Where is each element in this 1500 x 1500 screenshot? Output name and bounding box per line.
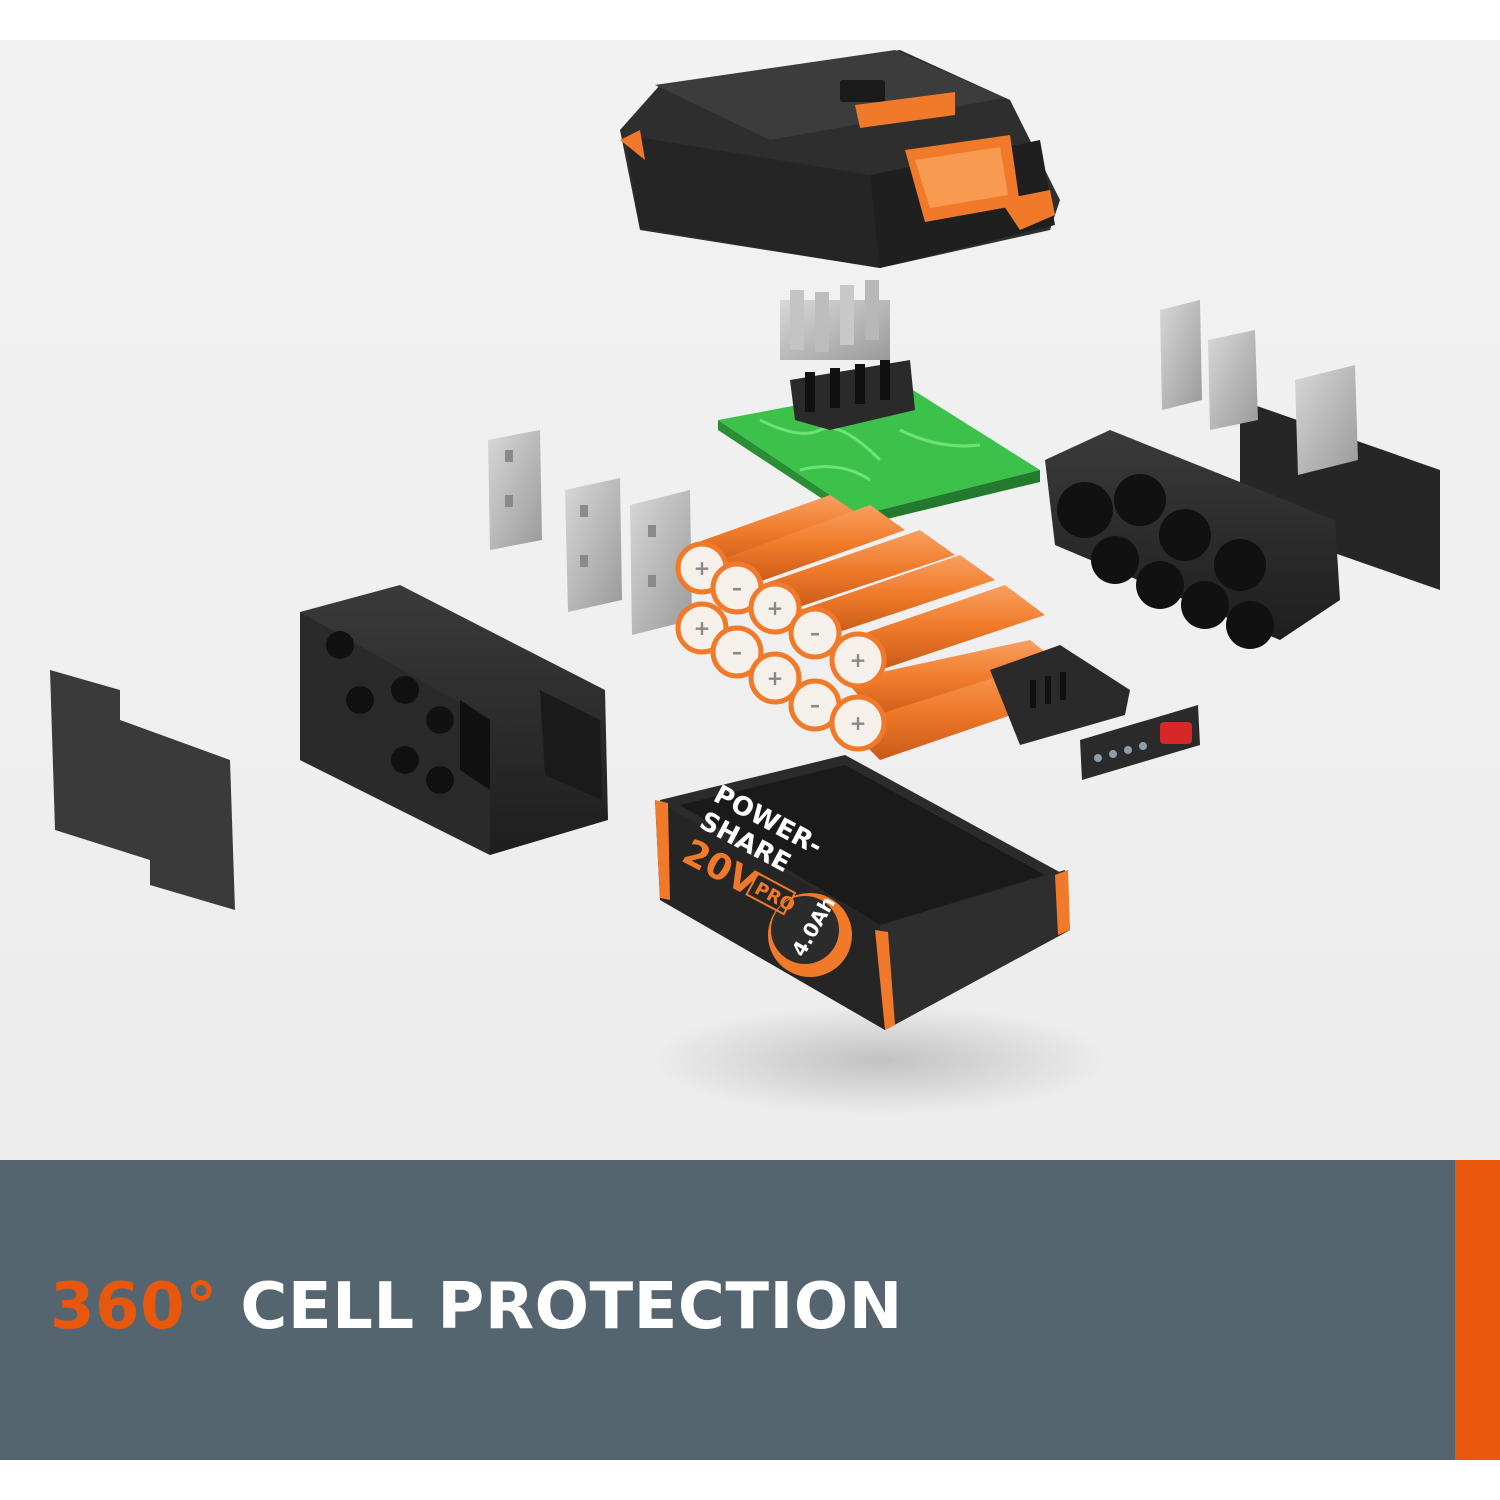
headline: 360° CELL PROTECTION xyxy=(50,1262,903,1352)
top-cover xyxy=(620,50,1060,268)
battery-cells: + – + – + + – + – + xyxy=(675,495,1055,760)
cell-ends xyxy=(675,541,887,752)
pcb-board xyxy=(718,360,1040,525)
cell-plus-label: + xyxy=(767,666,784,690)
right-cell-holder xyxy=(1045,430,1340,649)
left-insulator-sheet xyxy=(50,670,235,910)
bottom-case: POWER- SHARE 20V PRO 4.0Ah xyxy=(655,755,1070,1030)
left-nickel-strips xyxy=(488,430,692,635)
banner-accent-stripe xyxy=(1455,1160,1500,1460)
cell-plus-label: + xyxy=(694,556,711,580)
cell-minus-label: – xyxy=(732,640,742,664)
cell-row-back xyxy=(690,495,1045,670)
terminal-connectors xyxy=(780,280,890,360)
cell-plus-label: + xyxy=(850,711,867,735)
cover-latch-slot xyxy=(840,80,885,102)
cell-minus-label: – xyxy=(810,621,820,645)
cell-minus-label: – xyxy=(732,576,742,600)
right-nickel-strips xyxy=(1160,300,1440,590)
charge-led xyxy=(1124,746,1132,754)
cell-plus-label: + xyxy=(767,596,784,620)
headline-accent: 360° xyxy=(50,1270,218,1344)
exploded-battery-illustration: + – + – + + – + – + xyxy=(0,40,1500,1160)
charge-check-button xyxy=(1160,722,1192,744)
case-shadow xyxy=(650,1005,1110,1115)
cell-plus-label: + xyxy=(850,648,867,672)
cell-plus-label: + xyxy=(694,616,711,640)
left-cell-holder xyxy=(300,585,608,855)
charge-led xyxy=(1094,754,1102,762)
battery-exploded-view: + – + – + + – + – + xyxy=(50,50,1440,1115)
cover-latch-tab xyxy=(855,92,955,128)
indicator-connector xyxy=(990,645,1130,745)
charge-led xyxy=(1139,742,1147,750)
right-insulator-sheet xyxy=(1240,400,1440,590)
charge-led xyxy=(1109,750,1117,758)
cell-minus-label: – xyxy=(810,693,820,717)
headline-main: CELL PROTECTION xyxy=(240,1270,903,1344)
charge-indicator-panel xyxy=(1080,705,1200,780)
caption-banner xyxy=(0,1160,1455,1460)
